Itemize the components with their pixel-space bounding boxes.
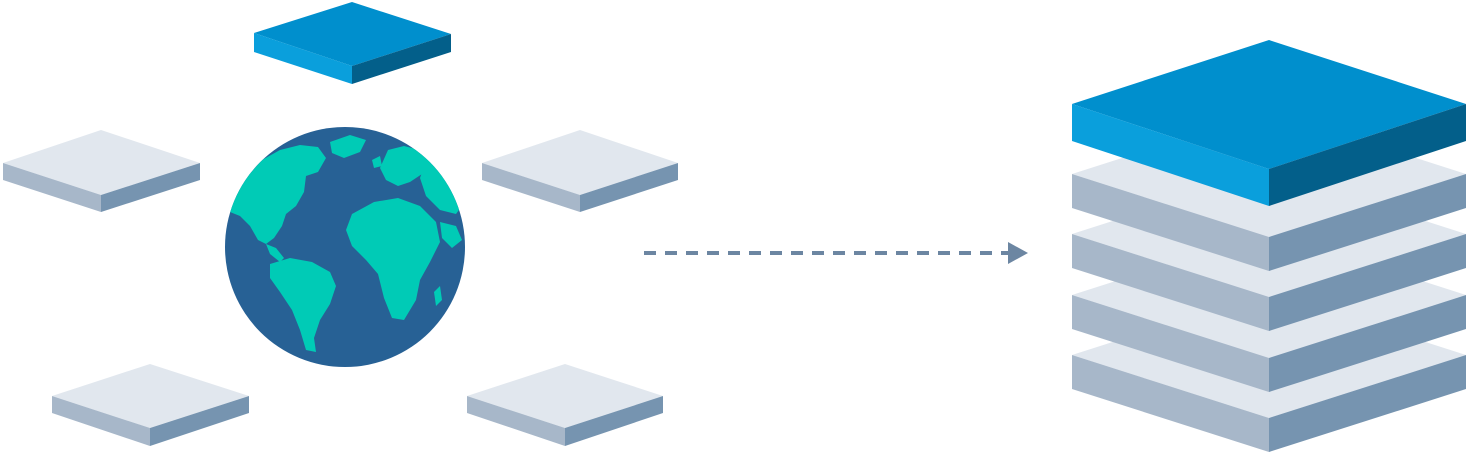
tile-bottom-left bbox=[52, 364, 249, 446]
scattered-tiles bbox=[3, 2, 678, 446]
stack-layer-1 bbox=[1072, 40, 1466, 206]
arrow-head-icon bbox=[1008, 242, 1028, 264]
tile-left bbox=[3, 130, 200, 212]
dashed-arrow bbox=[644, 242, 1028, 264]
globe-icon bbox=[225, 127, 465, 367]
tile-top bbox=[254, 2, 451, 84]
layer-stack bbox=[1072, 40, 1466, 452]
tile-bottom-right bbox=[467, 364, 663, 446]
tile-right bbox=[482, 130, 678, 212]
